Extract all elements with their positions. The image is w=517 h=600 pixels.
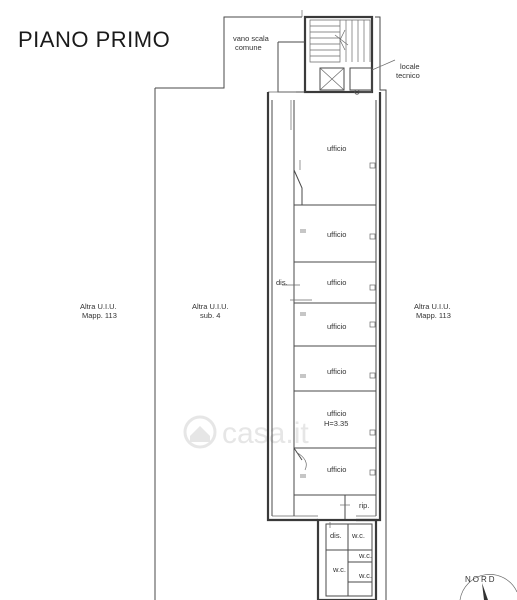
label-wc-2: w.c.: [358, 551, 372, 560]
label-office-5: ufficio: [327, 367, 346, 376]
office-rooms: [282, 100, 376, 516]
label-altra-right-2: Mapp. 113: [416, 311, 451, 320]
label-altra-mid-2: sub. 4: [200, 311, 220, 320]
compass: NORD: [459, 574, 517, 600]
label-wc-1: w.c.: [351, 531, 365, 540]
compass-label: NORD: [465, 575, 497, 584]
plan-title: PIANO PRIMO: [18, 27, 170, 52]
label-office-2: ufficio: [327, 230, 346, 239]
room-labels: vano scala comune locale tecnico Altra U…: [80, 34, 451, 580]
office-unit: [266, 92, 382, 522]
label-altra-left-2: Mapp. 113: [82, 311, 117, 320]
label-storage: rip.: [359, 501, 369, 510]
stairwell-block: [268, 15, 396, 130]
label-office-6-height: H=3.35: [324, 419, 348, 428]
label-office-6: ufficio: [327, 409, 346, 418]
label-small-corridor: dis.: [330, 531, 342, 540]
label-wc-3: w.c.: [332, 565, 346, 574]
label-corridor: dis.: [276, 278, 288, 287]
label-office-3: ufficio: [327, 278, 346, 287]
label-altra-right-1: Altra U.I.U.: [414, 302, 451, 311]
label-vano-scala-1: vano scala: [233, 34, 270, 43]
label-altra-left-1: Altra U.I.U.: [80, 302, 117, 311]
watermark-text: casa.it: [222, 417, 309, 450]
label-altra-mid-1: Altra U.I.U.: [192, 302, 229, 311]
label-office-4: ufficio: [327, 322, 346, 331]
label-locale-tecnico-2: tecnico: [396, 71, 420, 80]
label-wc-4: w.c.: [358, 571, 372, 580]
outer-perimeter: [154, 10, 387, 600]
label-office-7: ufficio: [327, 465, 346, 474]
service-block: [316, 495, 378, 600]
watermark: casa.it: [183, 415, 309, 450]
label-locale-tecnico-1: locale: [400, 62, 420, 71]
label-vano-scala-2: comune: [235, 43, 262, 52]
label-office-1: ufficio: [327, 144, 346, 153]
